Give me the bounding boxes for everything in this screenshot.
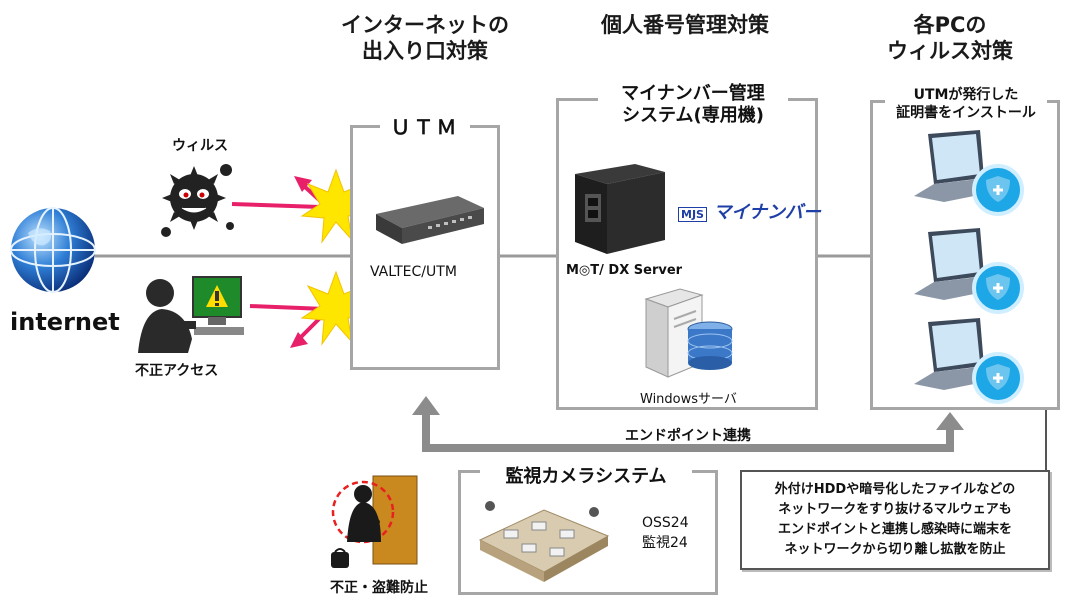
- camera-icon: [485, 501, 599, 517]
- camera-box-title: 監視カメラシステム: [480, 462, 692, 488]
- note-line-2: ネットワークをすり抜けるマルウェアも: [778, 502, 1012, 517]
- attack-arrows: [231, 168, 372, 348]
- note-line-4: ネットワークから切り離し拡散を防止: [784, 542, 1006, 557]
- heading-pc-virus-measures: 各PCの ウィルス対策: [887, 13, 1013, 63]
- heading-internet-measures: インターネットの 出入り口対策: [341, 13, 509, 63]
- utm-box: [350, 125, 500, 370]
- endpoint-arrow-head-right: [936, 412, 964, 430]
- utm-device-icon: [376, 196, 484, 244]
- internet-label: internet: [10, 308, 120, 336]
- laptop-icon-3: [914, 318, 1024, 404]
- mjs-logo-prefix: MJS: [678, 207, 707, 222]
- windows-server-label: Windowsサーバ: [640, 392, 737, 407]
- camera-product-2: 監視24: [642, 535, 688, 551]
- mjs-logo-text: マイナンバー: [713, 202, 821, 223]
- unauthorized-access-label: 不正アクセス: [135, 363, 219, 379]
- utm-device-label: VALTEC/UTM: [370, 264, 457, 280]
- camera-product-1: OSS24: [642, 515, 689, 531]
- note-box: 外付けHDDや暗号化したファイルなどの ネットワークをすり抜けるマルウェアも エ…: [740, 470, 1050, 570]
- note-line-3: エンドポイントと連携し感染時に端末を: [777, 522, 1012, 537]
- windows-server-icon: [644, 288, 733, 378]
- server-product-label: M◎T/ DX Server: [566, 263, 683, 278]
- globe-icon: [10, 207, 96, 293]
- database-icon: [687, 321, 733, 370]
- pc-box-title: UTMが発行した 証明書をインストール: [885, 86, 1047, 122]
- office-floor-icon: [478, 501, 610, 582]
- heading-mynumber-measures: 個人番号管理対策: [601, 13, 769, 37]
- endpoint-arrow-head-left: [412, 396, 440, 415]
- endpoint-link-arrow: [422, 415, 954, 452]
- server-tower-icon: [575, 164, 665, 254]
- virus-label: ウィルス: [172, 138, 228, 154]
- burglar-icon: [331, 475, 418, 568]
- laptop-icon-1: [914, 130, 1024, 216]
- theft-prevention-label: 不正・盗難防止: [330, 580, 428, 596]
- mynumber-box-title: マイナンバー管理 システム(専用機): [598, 83, 788, 127]
- utm-box-title: ＵＴＭ: [380, 111, 470, 140]
- note-line-1: 外付けHDDや暗号化したファイルなどの: [774, 482, 1016, 497]
- virus-icon: [161, 164, 234, 237]
- mjs-mynumber-logo: MJS マイナンバー: [678, 198, 821, 224]
- hacker-icon: [138, 276, 244, 353]
- endpoint-link-label: エンドポイント連携: [625, 428, 751, 444]
- laptop-icon-2: [914, 228, 1024, 314]
